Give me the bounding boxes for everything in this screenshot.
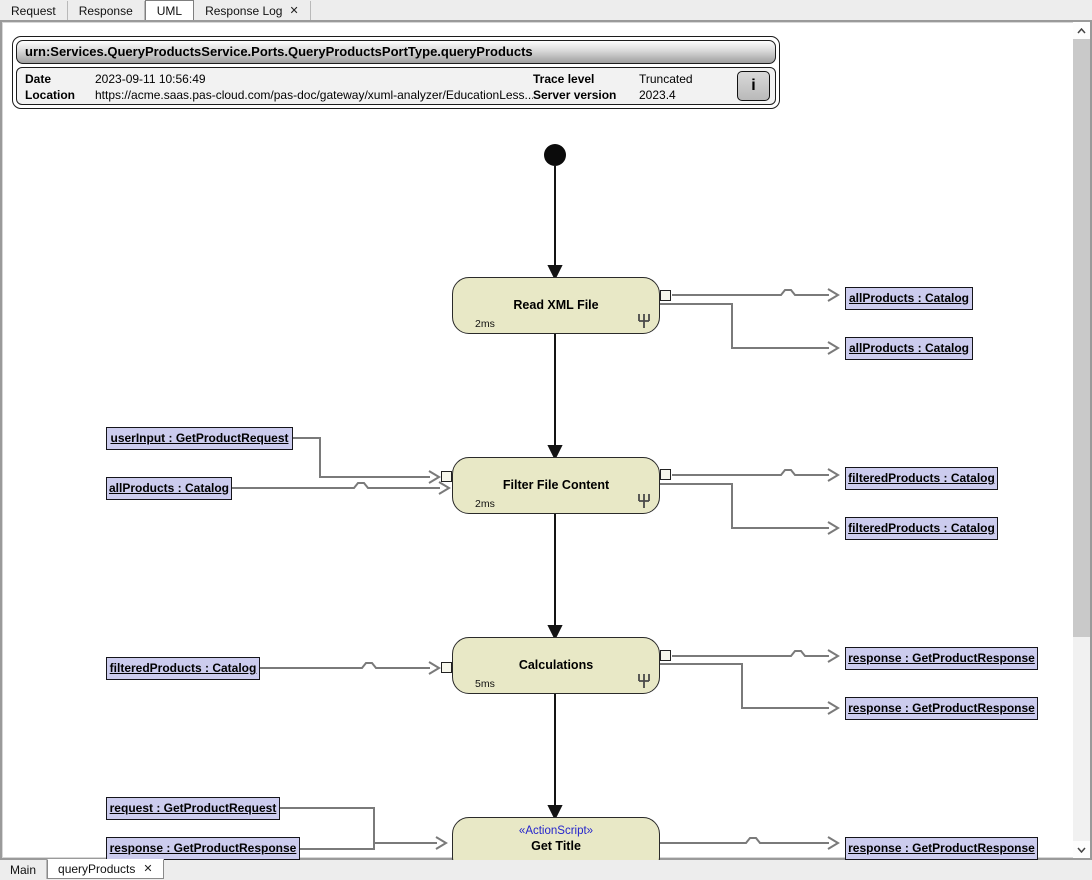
chevron-up-icon (1077, 27, 1086, 33)
uml-diagram-panel: urn:Services.QueryProductsService.Ports.… (0, 20, 1092, 860)
tab-label: UML (156, 3, 183, 18)
objectflow-userinput-in (293, 437, 441, 484)
tab-response[interactable]: Response (68, 1, 145, 20)
action-node-filter-file-content[interactable]: Filter File Content 2ms (452, 457, 660, 514)
trace-level-value: Truncated (639, 72, 693, 86)
objectflow-read-out1 (672, 288, 840, 302)
node-stereotype: «ActionScript» (518, 825, 594, 837)
tab-queryproducts[interactable]: queryProducts ✕ (47, 859, 164, 879)
info-icon: i (751, 77, 756, 94)
input-pin[interactable] (441, 662, 452, 673)
date-label: Date (25, 72, 52, 86)
object-node-filteredproducts[interactable]: filteredProducts : Catalog (845, 467, 998, 490)
object-node-allproducts[interactable]: allProducts : Catalog (845, 287, 973, 310)
node-title: Read XML File (513, 298, 599, 312)
info-button[interactable]: i (737, 71, 770, 101)
node-title: Calculations (518, 658, 594, 672)
trace-details: Date 2023-09-11 10:56:49 Trace level Tru… (16, 67, 776, 105)
action-node-read-xml-file[interactable]: Read XML File 2ms (452, 277, 660, 334)
scroll-down-button[interactable] (1073, 841, 1090, 858)
sheet-tab-bar: Main queryProducts ✕ (0, 859, 1092, 880)
tab-uml[interactable]: UML (144, 0, 195, 20)
objectflow-filter-out1 (672, 468, 840, 482)
objectflow-calc-out1 (672, 649, 840, 663)
node-duration: 2ms (475, 498, 495, 510)
output-pin[interactable] (660, 469, 671, 480)
object-node-userinput[interactable]: userInput : GetProductRequest (106, 427, 293, 450)
location-label: Location (25, 88, 75, 102)
object-node-allproducts[interactable]: allProducts : Catalog (106, 477, 232, 500)
rake-icon (638, 674, 650, 688)
tab-label: Response Log (205, 3, 283, 18)
object-node-allproducts[interactable]: allProducts : Catalog (845, 337, 973, 360)
trace-level-label: Trace level (533, 72, 595, 86)
rake-icon (638, 494, 650, 508)
object-node-response[interactable]: response : GetProductResponse (845, 837, 1038, 860)
operation-title: urn:Services.QueryProductsService.Ports.… (16, 40, 776, 64)
objectflow-calc-out2 (660, 663, 840, 715)
close-icon[interactable]: ✕ (289, 3, 299, 17)
objectflow-allproducts-in (232, 481, 451, 495)
object-node-filteredproducts[interactable]: filteredProducts : Catalog (106, 657, 260, 680)
vertical-scrollbar[interactable] (1073, 22, 1090, 858)
initial-node[interactable] (544, 144, 566, 166)
action-node-calculations[interactable]: Calculations 5ms (452, 637, 660, 694)
objectflow-response-in (300, 843, 375, 850)
document-tab-bar: Request Response UML Response Log ✕ (0, 0, 1092, 20)
close-icon[interactable]: ✕ (143, 862, 153, 875)
node-title: Filter File Content (502, 478, 610, 492)
node-duration: 2ms (475, 318, 495, 330)
server-version-label: Server version (533, 88, 617, 102)
objectflow-filter-out2 (660, 483, 840, 535)
objectflow-request-in (280, 807, 448, 850)
object-node-filteredproducts[interactable]: filteredProducts : Catalog (845, 517, 998, 540)
objectflow-read-out2 (660, 303, 840, 355)
tab-label: Response (78, 3, 133, 18)
scroll-up-button[interactable] (1073, 22, 1090, 39)
server-version-value: 2023.4 (639, 88, 676, 102)
tab-label: Request (11, 3, 56, 18)
node-title: Get Title (531, 839, 581, 853)
object-node-response[interactable]: response : GetProductResponse (845, 697, 1038, 720)
output-pin[interactable] (660, 650, 671, 661)
node-duration: 5ms (475, 678, 495, 690)
action-node-get-title[interactable]: «ActionScript» Get Title (452, 817, 660, 860)
tab-main[interactable]: Main (0, 860, 48, 879)
location-value: https://acme.saas.pas-cloud.com/pas-doc/… (95, 88, 533, 102)
object-node-response[interactable]: response : GetProductResponse (845, 647, 1038, 670)
output-pin[interactable] (660, 290, 671, 301)
tab-label: Main (10, 862, 37, 877)
object-node-request[interactable]: request : GetProductRequest (106, 797, 280, 820)
rake-icon (638, 314, 650, 328)
objectflow-filtered-in (260, 661, 441, 675)
tab-label: queryProducts (58, 862, 136, 876)
trace-header: urn:Services.QueryProductsService.Ports.… (12, 36, 780, 109)
object-node-response[interactable]: response : GetProductResponse (106, 837, 300, 860)
chevron-down-icon (1077, 847, 1086, 853)
input-pin[interactable] (441, 471, 452, 482)
objectflow-gettitle-out (660, 836, 840, 850)
date-value: 2023-09-11 10:56:49 (95, 72, 206, 86)
scrollbar-thumb[interactable] (1073, 39, 1090, 637)
tab-response-log[interactable]: Response Log ✕ (194, 1, 311, 20)
tab-request[interactable]: Request (0, 1, 68, 20)
